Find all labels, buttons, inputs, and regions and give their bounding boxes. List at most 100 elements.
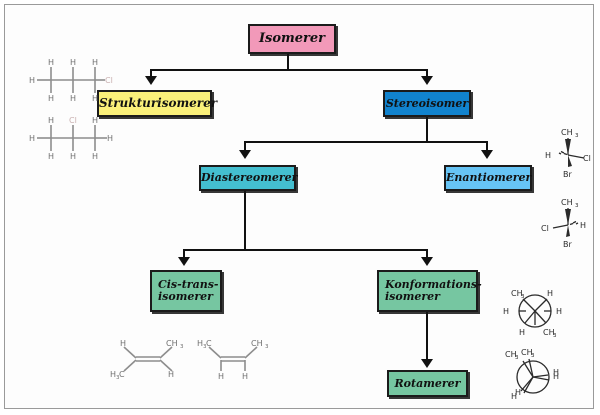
svg-text:H: H xyxy=(556,307,562,316)
svg-text:Br: Br xyxy=(563,240,572,249)
connector-stereoisomer-bar xyxy=(244,141,488,143)
svg-text:H: H xyxy=(511,392,517,401)
arrow-to-enantiomerer xyxy=(481,150,493,159)
node-stereoisomer[interactable]: Stereoisomer xyxy=(383,90,471,117)
svg-text:H: H xyxy=(545,151,551,160)
structure-newman-anti: CH 3 H H H H CH 3 xyxy=(499,283,571,339)
svg-text:H: H xyxy=(48,58,54,67)
svg-text:CH: CH xyxy=(561,128,573,137)
node-strukturisomerer[interactable]: Strukturisomerer xyxy=(97,90,217,117)
svg-text:H: H xyxy=(70,152,76,161)
svg-text:CH: CH xyxy=(561,198,573,207)
node-cis-trans-isomerer[interactable]: Cis-trans- isomerer xyxy=(150,270,222,312)
node-enantiomerer[interactable]: Enantiomerer xyxy=(444,165,532,191)
svg-text:H: H xyxy=(515,388,521,397)
svg-text:H: H xyxy=(48,152,54,161)
svg-text:CH: CH xyxy=(251,339,263,348)
svg-text:H: H xyxy=(107,134,113,143)
arrow-to-diastereomerer xyxy=(239,150,251,159)
connector-to-diastereomerer xyxy=(244,141,246,150)
svg-text:H: H xyxy=(92,58,98,67)
svg-text:3: 3 xyxy=(521,294,525,300)
connector-stereoisomer-stem xyxy=(426,113,428,143)
connector-to-strukturisomerer xyxy=(150,69,152,78)
svg-text:CH: CH xyxy=(511,289,523,298)
node-konformationsisomerer-label: Konformations- isomerer xyxy=(385,279,482,302)
node-isomerer-label: Isomerer xyxy=(258,31,326,47)
connector-to-stereoisomer xyxy=(426,69,428,78)
svg-text:H: H xyxy=(70,94,76,103)
node-stereoisomer-label: Stereoisomer xyxy=(385,96,469,110)
connector-to-cistrans xyxy=(183,249,185,258)
svg-text:H: H xyxy=(110,370,116,379)
node-konformations-line-1: Konformations- xyxy=(385,278,482,292)
node-diastereomerer-label: Diastereomerer xyxy=(201,171,298,185)
arrow-to-stereoisomer xyxy=(421,76,433,85)
node-enantiomerer-label: Enantiomerer xyxy=(446,171,532,185)
arrow-to-rotamerer xyxy=(421,359,433,368)
svg-text:CH: CH xyxy=(505,350,517,359)
node-rotamerer-label: Rotamerer xyxy=(394,376,461,390)
svg-text:3: 3 xyxy=(575,133,579,139)
svg-text:H: H xyxy=(503,307,509,316)
svg-text:H: H xyxy=(168,370,174,379)
connector-konformations-stem xyxy=(426,310,428,361)
structure-cis-2-butene: H 3 C CH 3 H H xyxy=(193,335,273,381)
structure-enantiomer-r: CH 3 H Cl Br xyxy=(535,123,600,181)
svg-text:H: H xyxy=(70,58,76,67)
svg-text:H: H xyxy=(580,221,586,230)
node-cis-trans-isomerer-label: Cis-trans- isomerer xyxy=(158,279,220,302)
svg-text:H: H xyxy=(92,152,98,161)
node-cis-trans-line-2: isomerer xyxy=(158,290,213,303)
svg-text:3: 3 xyxy=(575,203,579,209)
svg-text:H: H xyxy=(29,76,35,85)
node-diastereomerer[interactable]: Diastereomerer xyxy=(199,165,298,191)
svg-text:CH: CH xyxy=(166,339,178,348)
arrow-to-cistrans xyxy=(178,257,190,266)
structure-enantiomer-s: CH 3 Cl H Br xyxy=(535,193,600,251)
arrow-to-konformations xyxy=(421,257,433,266)
svg-text:3: 3 xyxy=(203,344,207,350)
svg-text:H: H xyxy=(519,328,525,337)
svg-text:H: H xyxy=(92,94,98,103)
node-rotamerer[interactable]: Rotamerer xyxy=(387,370,468,397)
svg-text:H: H xyxy=(48,94,54,103)
structure-newman-eclipsed: CH 3 CH 3 H H H H xyxy=(499,345,571,405)
svg-text:H: H xyxy=(48,116,54,125)
svg-text:H: H xyxy=(29,134,35,143)
svg-text:C: C xyxy=(206,339,212,348)
connector-diastereomerer-bar xyxy=(183,249,428,251)
svg-text:Cl: Cl xyxy=(541,224,549,233)
svg-text:Cl: Cl xyxy=(69,116,77,125)
svg-text:3: 3 xyxy=(515,355,519,361)
connector-isomerer-bar xyxy=(150,69,428,71)
svg-text:C: C xyxy=(119,370,125,379)
node-isomerer[interactable]: Isomerer xyxy=(248,24,336,54)
diagram-frame: Isomerer Strukturisomerer Stereoisomer D… xyxy=(4,4,594,409)
connector-isomerer-stem xyxy=(287,50,289,71)
svg-text:H: H xyxy=(242,372,248,381)
structure-2-chloropropane: H H Cl H H H H H xyxy=(17,115,117,161)
svg-text:H: H xyxy=(218,372,224,381)
svg-text:CH: CH xyxy=(543,328,555,337)
structure-trans-2-butene: H CH 3 H 3 C H xyxy=(108,335,188,381)
svg-text:H: H xyxy=(553,372,559,381)
svg-text:3: 3 xyxy=(180,344,184,350)
connector-diastereomerer-stem xyxy=(244,189,246,251)
connector-to-konformations xyxy=(426,249,428,258)
svg-text:3: 3 xyxy=(553,333,557,339)
structure-1-chloropropane: H H H H H H H Cl xyxy=(17,57,117,103)
svg-text:CH: CH xyxy=(521,348,533,357)
svg-text:3: 3 xyxy=(531,353,535,359)
svg-text:H: H xyxy=(547,289,553,298)
svg-text:Cl: Cl xyxy=(105,76,113,85)
svg-text:Cl: Cl xyxy=(583,154,591,163)
svg-text:3: 3 xyxy=(265,344,269,350)
svg-text:H: H xyxy=(553,368,559,377)
svg-text:3: 3 xyxy=(116,375,120,381)
node-cis-trans-line-1: Cis-trans- xyxy=(158,278,219,292)
node-konformationsisomerer[interactable]: Konformations- isomerer xyxy=(377,270,482,312)
svg-text:H: H xyxy=(120,339,126,348)
svg-text:H: H xyxy=(197,339,203,348)
